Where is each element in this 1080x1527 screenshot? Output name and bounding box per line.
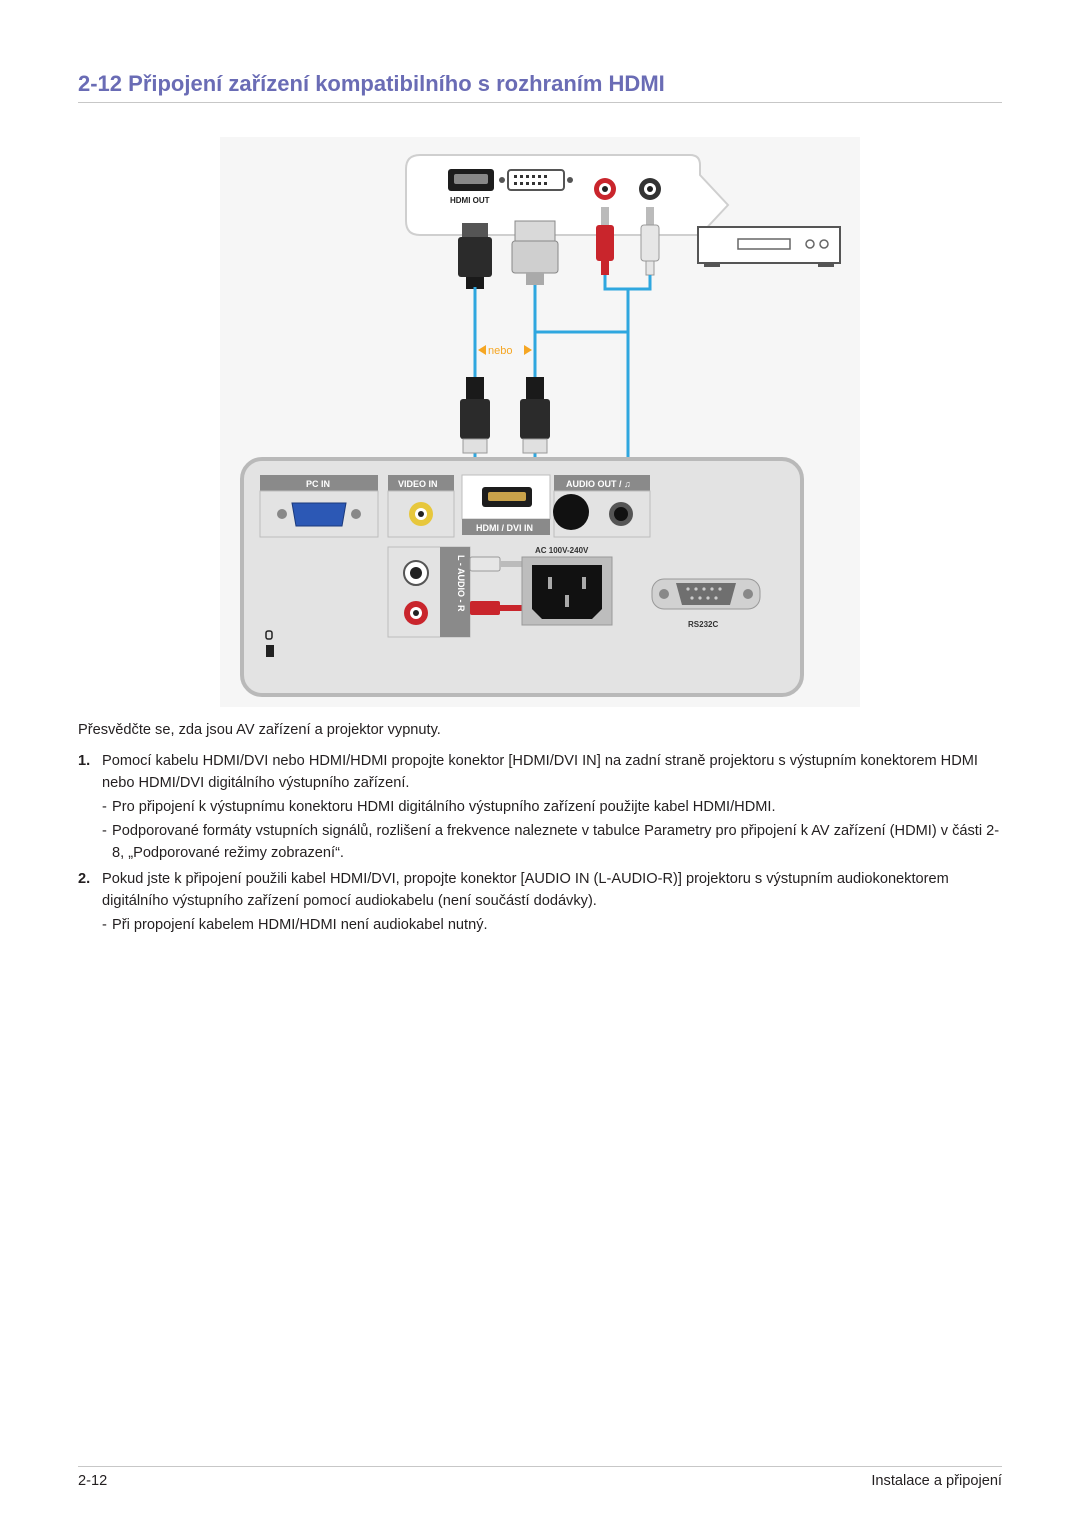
- step-2: 2. Pokud jste k připojení použili kabel …: [78, 868, 1002, 936]
- hdmi-dvi-in-label: HDMI / DVI IN: [476, 523, 533, 533]
- step-number: 2.: [78, 871, 91, 887]
- rs232c-port-icon: [651, 578, 761, 610]
- hdmi-cable-plug-top-icon: [458, 223, 492, 289]
- hdmi-out-port-icon: [448, 169, 494, 191]
- vga-port-icon: [277, 502, 361, 527]
- nebo-label: nebo: [488, 345, 512, 357]
- hdmi-plug-right-icon: [520, 377, 550, 454]
- step-note: - Pro připojení k výstupnímu konektoru H…: [102, 799, 776, 815]
- audio-out-jack-icon: [553, 494, 633, 530]
- rca-plug-white-icon: [640, 207, 660, 276]
- steps-list: 1. Pomocí kabelu HDMI/DVI nebo HDMI/HDMI…: [78, 750, 1002, 940]
- pc-in-label: PC IN: [306, 479, 330, 489]
- footer-section-title: Instalace a připojení: [871, 1473, 1002, 1489]
- hdmi-out-label: HDMI OUT: [450, 196, 490, 205]
- step-text: Pokud jste k připojení použili kabel HDM…: [102, 871, 949, 909]
- hdmi-dvi-in-tab: [462, 519, 550, 535]
- audio-in-label: L - AUDIO - R: [456, 555, 466, 612]
- nebo-arrows: [478, 345, 532, 355]
- step-1: 1. Pomocí kabelu HDMI/DVI nebo HDMI/HDMI…: [78, 750, 1002, 864]
- audio-in-plugs-icon: [469, 556, 522, 615]
- hdmi-plug-left-icon: [460, 377, 490, 454]
- connection-diagram: HDMI OUT: [220, 137, 860, 707]
- pc-in-box: [259, 490, 379, 538]
- video-in-box: [387, 490, 455, 538]
- source-device-panel: HDMI OUT: [405, 154, 730, 236]
- step-note: - Při propojení kabelem HDMI/HDMI není a…: [102, 917, 488, 933]
- connection-diagram-svg: HDMI OUT: [220, 137, 860, 707]
- rca-red-port-icon: [594, 178, 616, 200]
- step-text: Pomocí kabelu HDMI/DVI nebo HDMI/HDMI pr…: [102, 753, 978, 791]
- kensington-lock-icon: [265, 630, 274, 657]
- footer-divider: [78, 1466, 1002, 1467]
- audio-in-tab: [440, 547, 470, 637]
- section-title: 2-12 Připojení zařízení kompatibilního s…: [78, 71, 665, 96]
- hdmi-in-port-icon: [482, 487, 532, 507]
- video-in-port-icon: [409, 502, 433, 526]
- rca-plug-red-icon: [596, 207, 614, 275]
- audio-out-tab: [554, 475, 650, 491]
- page-number: 2-12: [78, 1473, 108, 1489]
- audio-in-left-port-icon: [403, 560, 429, 586]
- step-number: 1.: [78, 753, 91, 769]
- pc-in-tab: [260, 475, 378, 491]
- rca-white-port-icon: [639, 178, 661, 200]
- dvi-cable-plug-top-icon: [511, 220, 559, 285]
- av-device-icon: [697, 226, 841, 267]
- step-note-text: Při propojení kabelem HDMI/HDMI není aud…: [112, 917, 488, 933]
- step-note-text: Podporované formáty vstupních signálů, r…: [112, 823, 1000, 861]
- step-note-text: Pro připojení k výstupnímu konektoru HDM…: [112, 799, 776, 815]
- section-heading: 2-12 Připojení zařízení kompatibilního s…: [78, 70, 1002, 103]
- video-in-tab: [388, 475, 454, 491]
- dvi-out-port-icon: [499, 169, 573, 191]
- video-in-label: VIDEO IN: [398, 479, 438, 489]
- ac-power-socket-icon: [521, 556, 613, 626]
- ac-label: AC 100V-240V: [535, 546, 589, 555]
- audio-out-label: AUDIO OUT / ♫: [566, 479, 631, 489]
- audio-in-right-port-icon: [404, 601, 428, 625]
- rs232c-label: RS232C: [688, 620, 718, 629]
- step-note: - Podporované formáty vstupních signálů,…: [102, 823, 1000, 861]
- intro-text: Přesvědčte se, zda jsou AV zařízení a pr…: [78, 722, 441, 738]
